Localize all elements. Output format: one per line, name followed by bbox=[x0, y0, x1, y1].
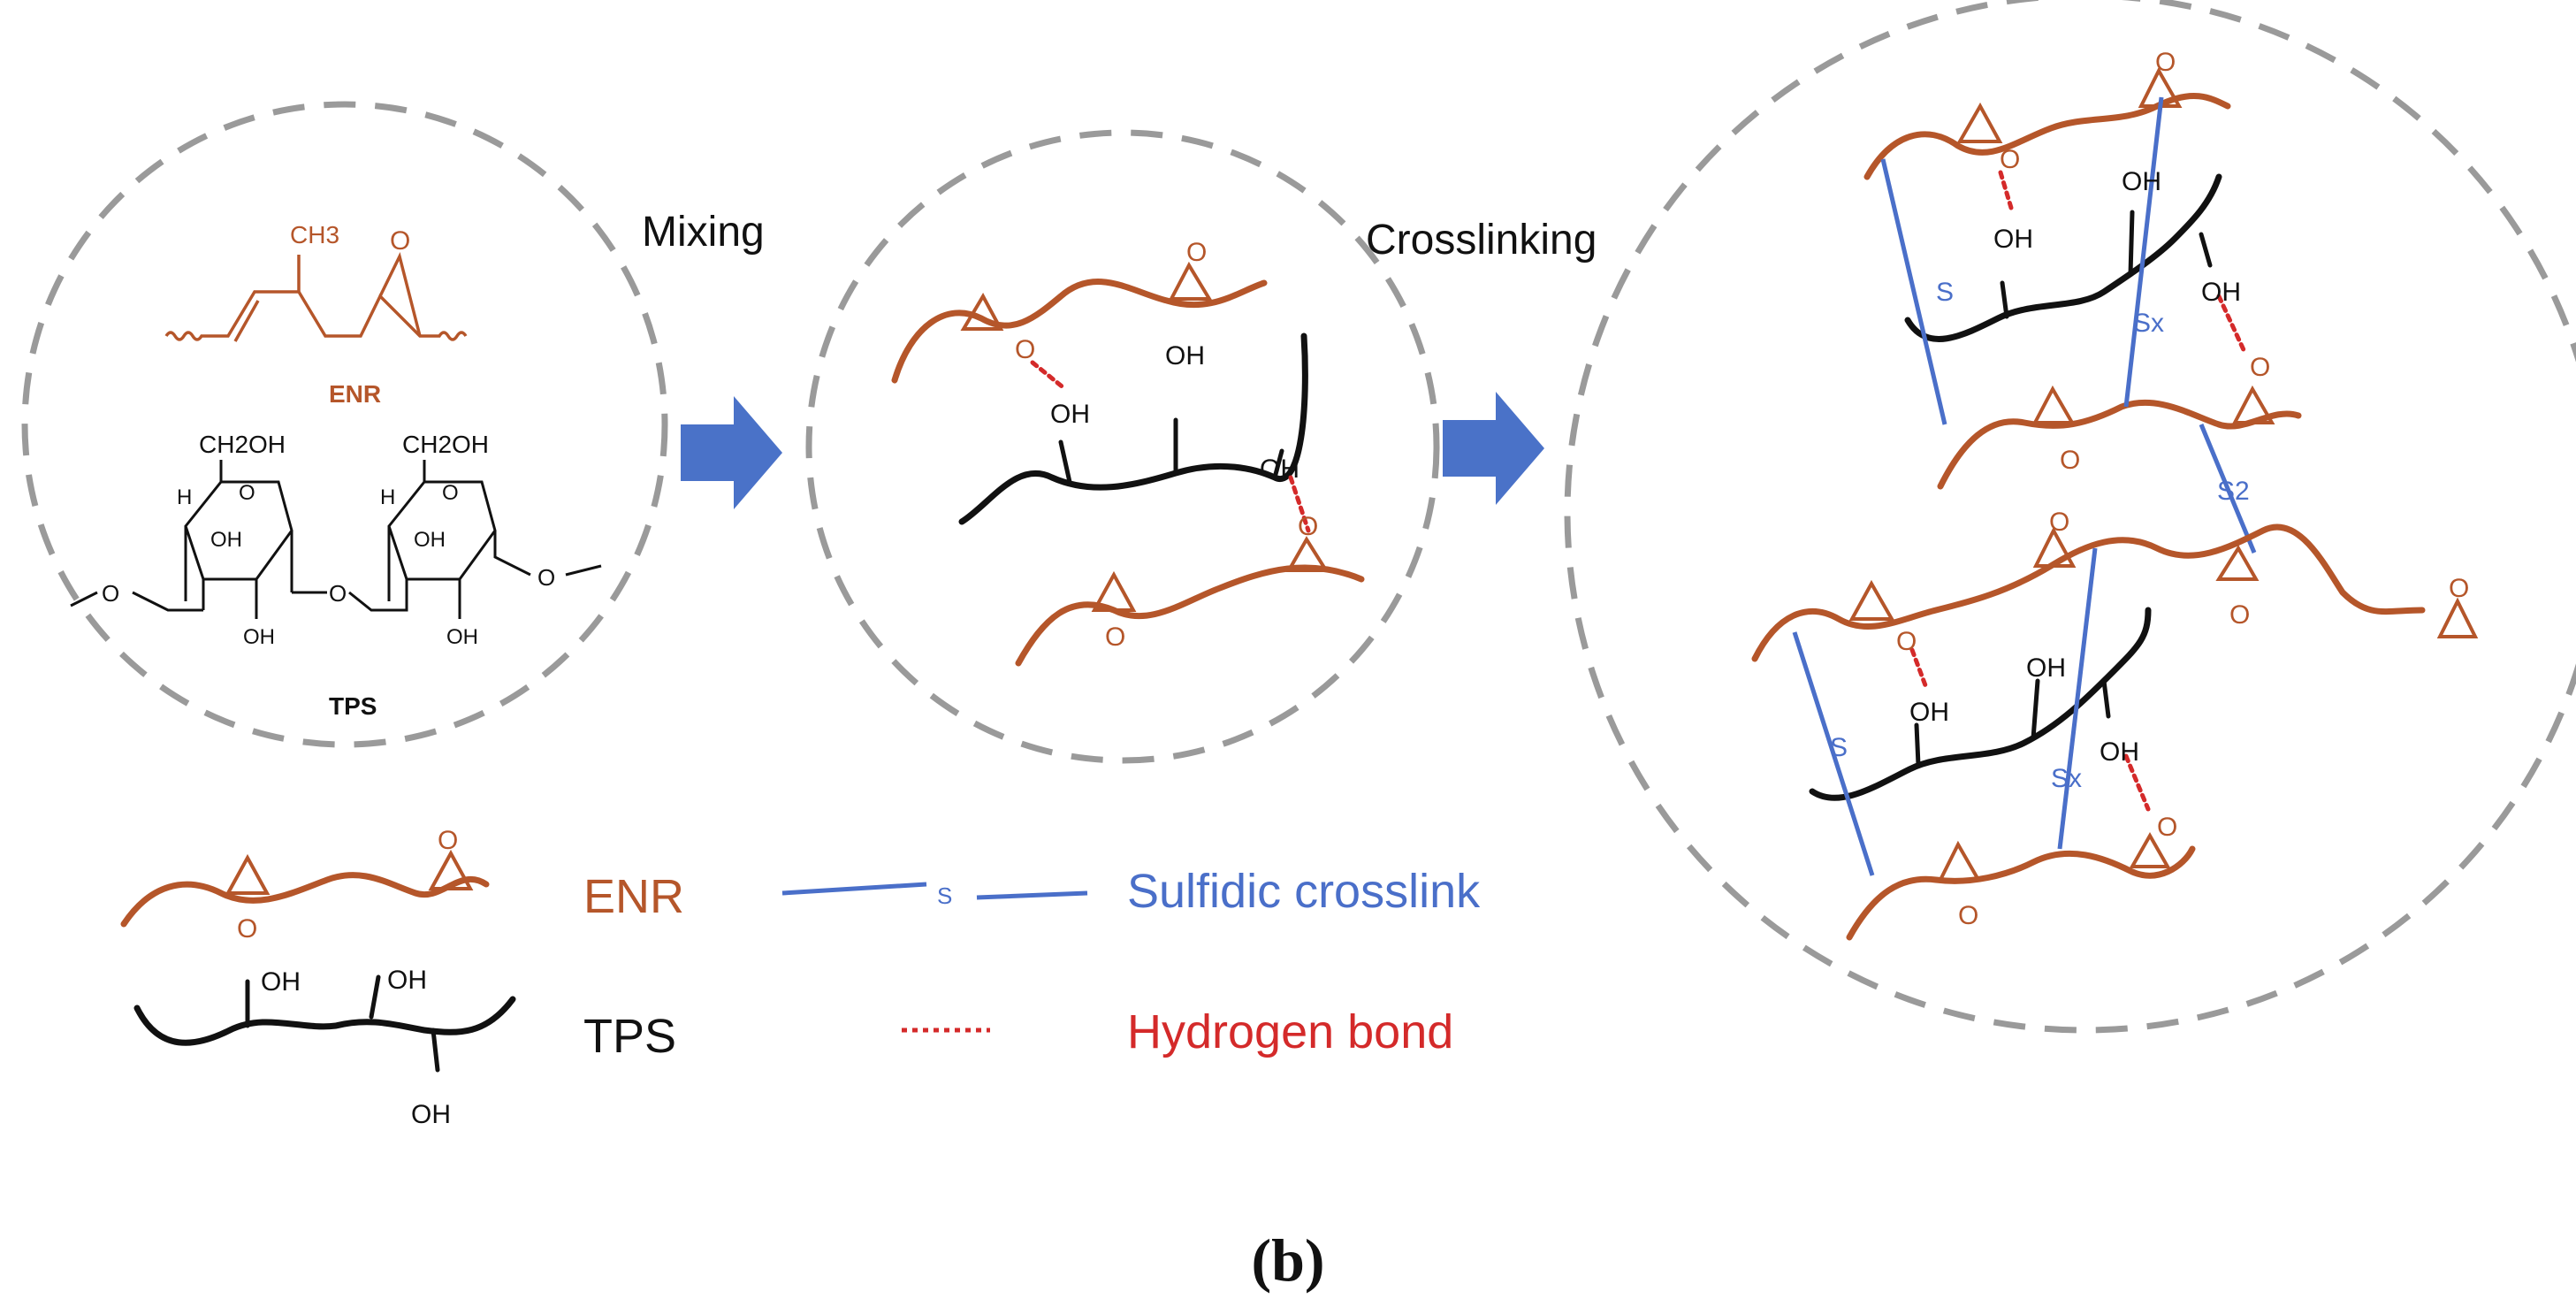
mixed-o-3: O bbox=[1105, 623, 1125, 652]
crosslinking-label: Crosslinking bbox=[1366, 217, 1597, 264]
legend-sulfidic-label: Sulfidic crosslink bbox=[1127, 865, 1481, 918]
mixed-o-4: O bbox=[1298, 512, 1318, 541]
legend-enr-label: ENR bbox=[583, 870, 684, 923]
enr-ch3-text: CH3 bbox=[290, 221, 339, 248]
net-top-oh-3: OH bbox=[2201, 278, 2241, 307]
mixed-chains bbox=[891, 261, 1365, 667]
net-top-s2: S2 bbox=[2217, 477, 2250, 506]
tps-structure bbox=[70, 460, 602, 619]
legend-tps-label: TPS bbox=[583, 1010, 676, 1063]
net-bot-o-3: O bbox=[2229, 600, 2250, 630]
figure-caption: (b) bbox=[1251, 1226, 1324, 1294]
mixed-o-1: O bbox=[1015, 335, 1035, 364]
tps-oh-1: OH bbox=[210, 528, 242, 552]
legend-enr-chain bbox=[120, 849, 490, 928]
legend-tps-oh-3: OH bbox=[411, 1100, 451, 1129]
net-bot-sx: Sx bbox=[2051, 764, 2082, 793]
net-bot-oh-1: OH bbox=[1909, 698, 1949, 727]
tps-h-1: H bbox=[177, 485, 192, 509]
structures-circle bbox=[21, 101, 668, 748]
mixed-oh-3: OH bbox=[1260, 455, 1299, 484]
crosslinked-circle bbox=[1564, 0, 2576, 1034]
net-top-o-4: O bbox=[2250, 353, 2270, 382]
net-bot-oh-2: OH bbox=[2026, 653, 2066, 683]
net-bot-oh-3: OH bbox=[2100, 737, 2139, 767]
legend-sulfidic-line bbox=[781, 882, 1088, 900]
tps-ch2oh-2: CH2OH bbox=[402, 431, 489, 458]
mixed-o-2: O bbox=[1186, 238, 1207, 267]
mixing-arrow bbox=[681, 396, 782, 509]
tps-h-2: H bbox=[380, 485, 395, 509]
tps-bridge-o: O bbox=[329, 580, 347, 607]
network-bottom-crosslinks bbox=[1792, 547, 2098, 876]
mixed-oh-2: OH bbox=[1165, 341, 1205, 371]
net-top-oh-2: OH bbox=[2122, 167, 2161, 196]
legend-tps-oh-2: OH bbox=[387, 966, 427, 995]
net-top-sx: Sx bbox=[2133, 309, 2164, 338]
legend-hbond-label: Hydrogen bond bbox=[1127, 1005, 1453, 1058]
tps-ch2oh-1: CH2OH bbox=[199, 431, 286, 458]
legend-sulfidic-s: S bbox=[937, 882, 952, 909]
network-bottom-chains bbox=[1751, 523, 2479, 941]
net-top-oh-1: OH bbox=[1993, 225, 2033, 254]
net-top-o-1: O bbox=[2000, 145, 2020, 174]
mixed-oh-1: OH bbox=[1050, 400, 1090, 429]
net-bot-o-2: O bbox=[2049, 508, 2069, 537]
legend-tps-chain bbox=[133, 974, 516, 1073]
net-bot-s: S bbox=[1830, 733, 1848, 762]
net-top-o-2: O bbox=[2155, 48, 2176, 77]
mixed-circle bbox=[805, 129, 1440, 764]
net-top-s: S bbox=[1936, 278, 1954, 307]
legend-enr-o-1: O bbox=[237, 914, 257, 943]
net-bot-o-6: O bbox=[2157, 813, 2177, 842]
net-bot-o-5: O bbox=[1958, 901, 1978, 930]
tps-ring-o-1: O bbox=[239, 481, 255, 505]
enr-structure bbox=[164, 251, 468, 342]
tps-ring-o-2: O bbox=[442, 481, 459, 505]
net-top-o-3: O bbox=[2060, 446, 2080, 475]
net-bot-o-4: O bbox=[2449, 574, 2469, 603]
mixing-label: Mixing bbox=[642, 209, 765, 256]
tps-oh-3: OH bbox=[243, 625, 275, 649]
net-bot-o-1: O bbox=[1896, 627, 1917, 656]
tps-structure-name: TPS bbox=[329, 692, 377, 720]
tps-oh-2: OH bbox=[414, 528, 446, 552]
tps-oh-4: OH bbox=[446, 625, 478, 649]
tps-left-o: O bbox=[102, 580, 119, 607]
legend-tps-oh-1: OH bbox=[261, 967, 301, 997]
network-top-chains bbox=[1863, 66, 2302, 490]
legend-enr-o-2: O bbox=[438, 826, 458, 855]
crosslinking-arrow bbox=[1443, 392, 1544, 505]
enr-structure-name: ENR bbox=[329, 380, 381, 408]
network-top-crosslinks bbox=[1880, 96, 2257, 554]
enr-epoxide-o: O bbox=[390, 226, 410, 256]
tps-right-o: O bbox=[537, 564, 555, 591]
